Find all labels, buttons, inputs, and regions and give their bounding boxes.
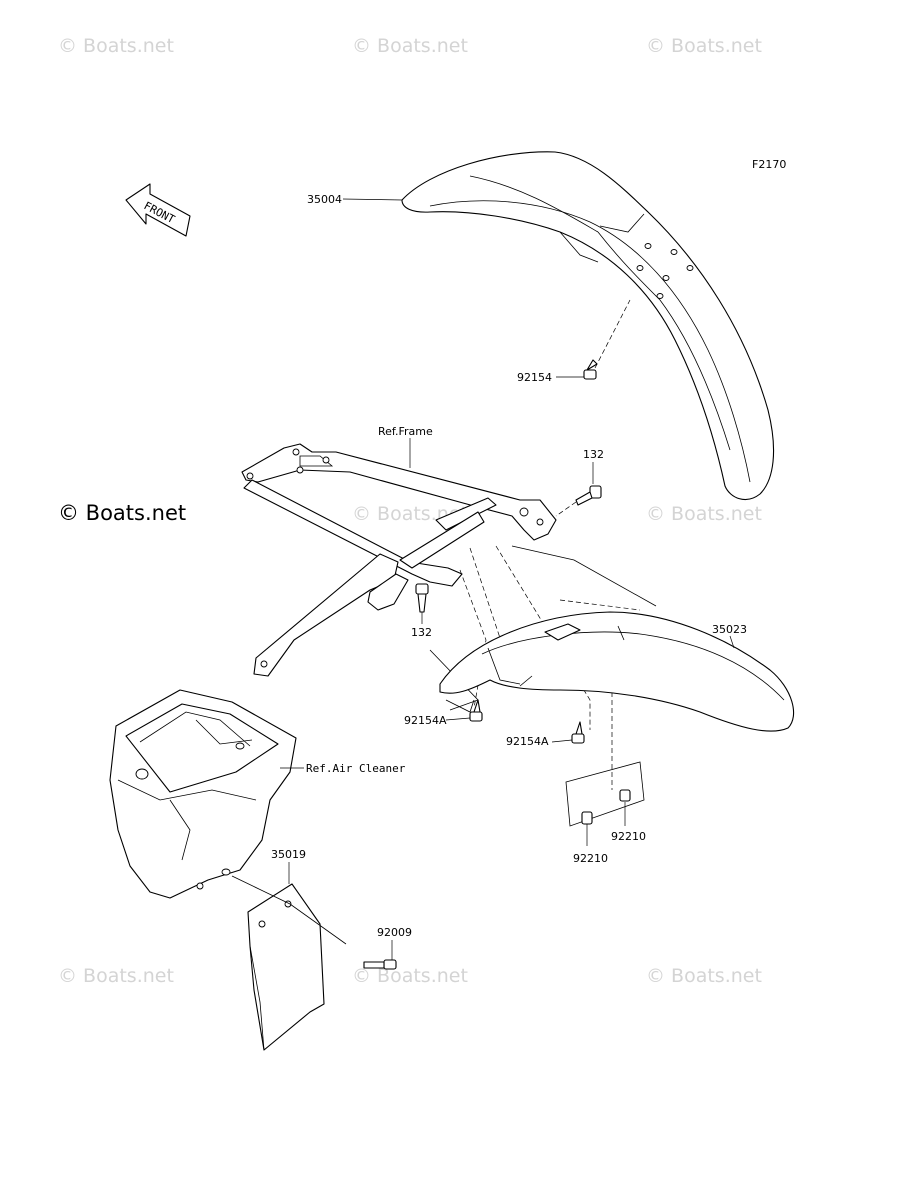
mud-flap [247,883,325,1051]
watermark-top-center: © Boats.net [352,35,468,57]
label-front-fender-bolt: 92154 [517,371,552,384]
label-rear-fender: 35023 [712,623,747,636]
watermark-top-right: © Boats.net [646,35,762,57]
bolt-132-upper-icon [555,485,602,517]
subframe [241,443,557,677]
label-ref-air-cleaner: Ref.Air Cleaner [306,762,406,775]
watermark-bottom-center: © Boats.net [352,965,468,987]
front-arrow-icon: FRONT [125,183,191,237]
label-bolt-132-lower: 132 [411,626,432,639]
bolt-92154a-right-icon [571,721,585,744]
watermark-bottom-left: © Boats.net [58,965,174,987]
label-mud-flap: 35019 [271,848,306,861]
nut-plate [565,761,645,827]
label-rear-bolt-right: 92154A [506,735,549,748]
label-rear-bolt-left: 92154A [404,714,447,727]
watermark-mid-left: © Boats.net [58,501,186,525]
front-fender [401,151,775,501]
watermark-mid-right: © Boats.net [646,503,762,525]
label-nut-right: 92210 [611,830,646,843]
air-cleaner-box [109,689,297,899]
bolt-92154a-left-icon [469,699,483,722]
label-ref-frame: Ref.Frame [378,425,433,438]
label-bolt-132-upper: 132 [583,448,604,461]
watermarks: © Boats.net © Boats.net © Boats.net © Bo… [58,35,762,987]
rear-fender [439,611,795,732]
bolt-92009-icon [363,959,397,970]
bolt-92154-icon [583,299,631,380]
label-front-fender: 35004 [307,193,342,206]
label-nut-left: 92210 [573,852,608,865]
figure-code: F2170 [752,158,786,171]
watermark-bottom-right: © Boats.net [646,965,762,987]
label-flap-bolt: 92009 [377,926,412,939]
watermark-top-left: © Boats.net [58,35,174,57]
bolt-132-lower-icon [415,583,429,613]
